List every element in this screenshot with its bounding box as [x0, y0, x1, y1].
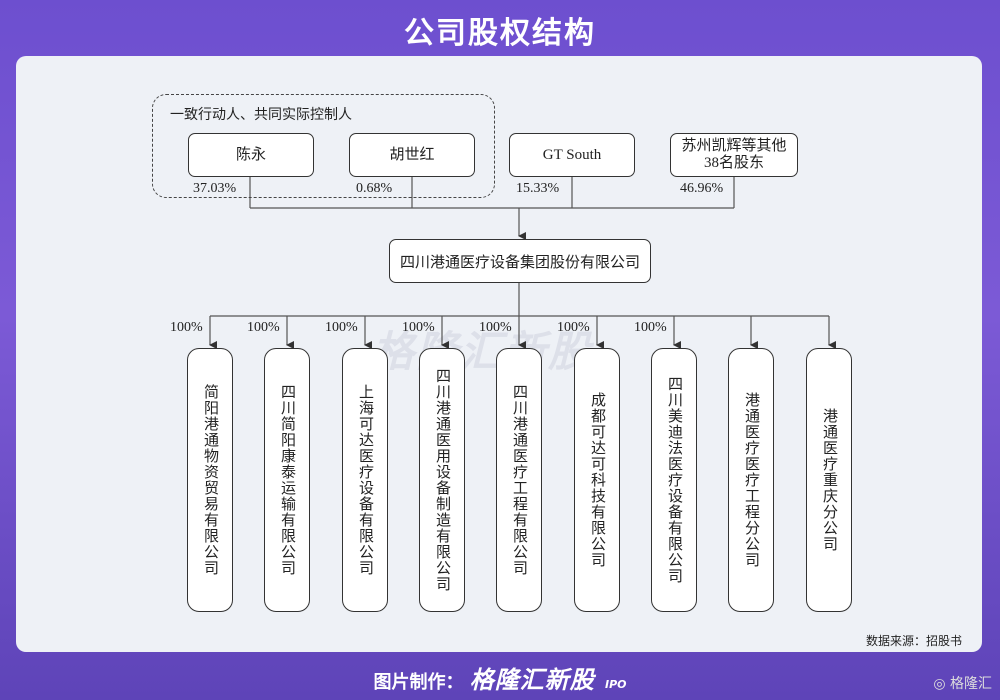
subsidiary-pct-2: 100% — [247, 320, 280, 335]
subsidiary-pct-1: 100% — [170, 320, 203, 335]
shareholder-others: 苏州凯辉等其他 38名股东 — [670, 133, 798, 177]
shareholder-gtsouth: GT South — [509, 133, 635, 177]
corner-logo: ◎ 格隆汇 — [933, 673, 992, 693]
shareholder-pct-others: 46.96% — [680, 181, 724, 196]
shareholder-pct-chenyong: 37.03% — [193, 181, 237, 196]
subsidiary-1: 简阳港通物资贸易有限公司 — [187, 348, 233, 612]
subsidiary-2: 四川简阳康泰运输有限公司 — [264, 348, 310, 612]
subsidiary-pct-7: 100% — [634, 320, 667, 335]
footer-ipo-tag: IPO — [605, 678, 627, 691]
subsidiary-5: 四川港通医疗工程有限公司 — [496, 348, 542, 612]
corner-logo-icon: ◎ — [933, 676, 946, 692]
shareholder-pct-hushihong: 0.68% — [356, 181, 393, 196]
subsidiary-9: 港通医疗重庆分公司 — [806, 348, 852, 612]
footer-brand-logo: 格隆汇新股 — [469, 666, 595, 694]
subsidiary-pct-4: 100% — [402, 320, 435, 335]
footer: 图片制作： 格隆汇新股 IPO — [0, 660, 1000, 695]
source-note: 数据来源：招股书 — [865, 634, 962, 648]
subsidiary-pct-6: 100% — [557, 320, 590, 335]
subsidiary-pct-3: 100% — [325, 320, 358, 335]
company-box: 四川港通医疗设备集团股份有限公司 — [389, 239, 651, 283]
page-title: 公司股权结构 — [404, 16, 596, 51]
corner-logo-text: 格隆汇 — [950, 676, 992, 692]
subsidiary-3: 上海可达医疗设备有限公司 — [342, 348, 388, 612]
concert-party-group — [152, 94, 495, 198]
subsidiary-4: 四川港通医用设备制造有限公司 — [419, 348, 465, 612]
subsidiary-8: 港通医疗医疗工程分公司 — [728, 348, 774, 612]
subsidiary-pct-5: 100% — [479, 320, 512, 335]
concert-party-label: 一致行动人、共同实际控制人 — [170, 108, 352, 123]
shareholder-pct-gtsouth: 15.33% — [516, 181, 560, 196]
shareholder-hushihong: 胡世红 — [349, 133, 475, 177]
shareholder-chenyong: 陈永 — [188, 133, 314, 177]
subsidiary-6: 成都可达可科技有限公司 — [574, 348, 620, 612]
footer-label: 图片制作： — [373, 672, 464, 693]
subsidiary-7: 四川美迪法医疗设备有限公司 — [651, 348, 697, 612]
